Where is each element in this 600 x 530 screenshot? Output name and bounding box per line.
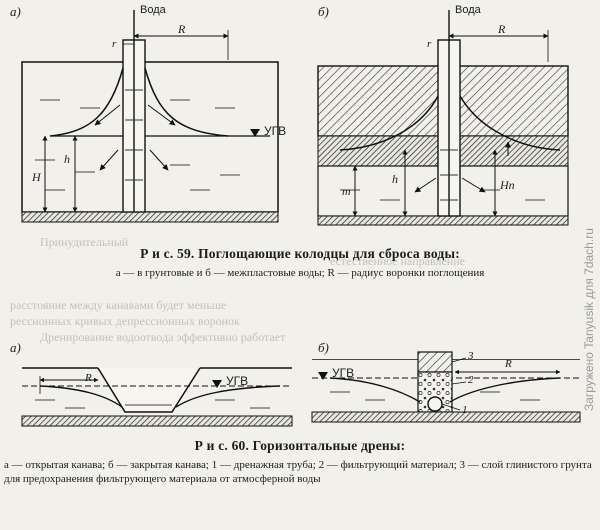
- fig59-ugv-label: УГВ: [264, 124, 287, 138]
- fig59-caption: Р и с. 59. Поглощающие колодцы для сброс…: [140, 246, 460, 261]
- fig59-panel-b-label: б): [318, 4, 329, 19]
- bleed-text-5: Дренирование водоотвода эффективно работ…: [40, 330, 286, 344]
- fig59-r-a-label: r: [112, 38, 117, 50]
- bleed-text-1: Принудительный: [40, 235, 129, 249]
- fig60-R-b-label: R: [505, 358, 512, 370]
- fig60-ugv-b-label: УГВ: [332, 366, 355, 380]
- fig59-h-b-label: h: [392, 172, 398, 186]
- watermark: Загружено Tanyusik для 7dach.ru: [582, 228, 596, 412]
- fig60-panel-b-drawing: [311, 351, 581, 423]
- fig60-ugv-a-label: УГВ: [226, 374, 249, 388]
- fig60-panel-a-label: а): [10, 340, 21, 355]
- fig59-m-b-label: m: [342, 184, 351, 198]
- fig59-R-b-label: R: [498, 22, 506, 36]
- fig60-caption: Р и с. 60. Горизонтальные дрены:: [194, 438, 406, 453]
- fig59-water-a-label: Вода: [140, 4, 166, 16]
- fig59-h-a-label: h: [64, 152, 70, 166]
- bleed-text-4: рессионных кривых депрессионных воронок: [10, 314, 240, 328]
- bleed-text-3: расстояние между канавами будет меньше: [10, 298, 227, 312]
- fig59-R-a-label: R: [178, 22, 186, 36]
- fig59-r-b-label: r: [427, 38, 432, 50]
- fig59-legend: а — в грунтовые и б — межпластовые воды;…: [115, 267, 485, 279]
- fig59-panel-b-drawing: [317, 10, 569, 226]
- fig60-n2-label: 2: [468, 374, 474, 386]
- fig60-n3-label: 3: [468, 350, 474, 362]
- fig60-legend: а — открытая канава; б — закрытая канава…: [4, 459, 592, 485]
- fig60-panel-a-drawing: [21, 367, 293, 427]
- fig59-H-a-label: H: [32, 170, 41, 184]
- fig60-R-a-label: R: [85, 372, 92, 384]
- fig60-n1-label: 1: [462, 404, 468, 416]
- fig60-panel-b-label: б): [318, 340, 329, 355]
- bleed-text-2: естественное направление: [330, 254, 465, 268]
- fig59-panel-a-label: а): [10, 4, 21, 19]
- fig59-Hp-b-label: Hп: [500, 178, 515, 192]
- fig59-panel-a-drawing: [21, 10, 279, 223]
- fig59-water-b-label: Вода: [455, 4, 481, 16]
